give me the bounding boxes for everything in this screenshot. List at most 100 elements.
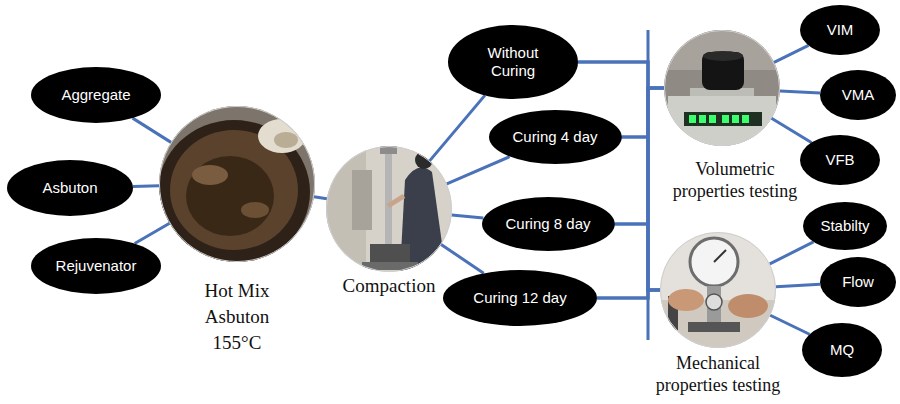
scale-display	[684, 112, 762, 126]
result-ellipse: VMA	[820, 70, 896, 120]
marshall-photo	[660, 232, 776, 348]
connector-line	[133, 118, 171, 142]
testing-photo-node: Volumetric properties testing	[664, 30, 780, 146]
connector-line	[770, 315, 809, 334]
ellipse-shape	[820, 257, 896, 307]
asphalt-mix	[186, 156, 274, 236]
connector-line	[614, 88, 664, 224]
connector-line	[597, 88, 664, 298]
result-ellipse: VFB	[800, 135, 880, 185]
node-label: Without Curing	[478, 44, 548, 80]
photo-caption: Compaction	[324, 274, 454, 298]
display-digit	[709, 115, 716, 123]
connector-line	[780, 91, 820, 93]
node-label: Asbuton	[42, 179, 97, 197]
node-label: Curing 4 day	[512, 128, 597, 146]
mixing-photo-node: Hot Mix Asbuton 155°C	[159, 106, 315, 262]
connector-line	[430, 95, 485, 160]
photo-caption: Hot Mix Asbuton 155°C	[195, 278, 279, 356]
ellipse-shape	[820, 70, 896, 120]
result-ellipse: Flow	[820, 257, 896, 307]
material-ellipse: Aggregate	[31, 67, 161, 123]
ellipse-shape	[800, 5, 880, 55]
node-label: Stabilty	[820, 217, 869, 235]
node-label: VIM	[827, 21, 854, 39]
mix-highlight	[241, 202, 269, 218]
node-label: Curing 8 day	[505, 215, 590, 233]
result-ellipse: Stabilty	[803, 202, 887, 250]
curing-ellipse: Without Curing	[448, 25, 578, 99]
node-label: MQ	[830, 341, 854, 359]
display-digit	[722, 115, 729, 123]
asbuton-lump	[258, 119, 306, 153]
connector-line	[621, 88, 664, 137]
photo-ground	[664, 30, 780, 146]
ellipse-shape	[31, 238, 161, 294]
connector-line	[135, 223, 170, 243]
material-ellipse: Asbuton	[7, 160, 133, 216]
flow-dial	[706, 294, 722, 310]
connector-line	[314, 197, 327, 199]
machine-frame	[352, 170, 372, 230]
ellipse-shape	[482, 197, 615, 251]
result-ellipse: VIM	[800, 5, 880, 55]
connector-line	[776, 284, 820, 287]
photo-frame	[665, 31, 780, 146]
material-ellipse: Rejuvenator	[31, 238, 161, 294]
testing-photo-node: Mechanical properties testing	[660, 232, 776, 348]
dial-needle	[714, 250, 726, 262]
specimen-top	[703, 51, 743, 61]
ellipse-shape	[803, 202, 887, 250]
connector-line	[772, 118, 812, 142]
specimen	[702, 52, 744, 90]
connector-line	[774, 45, 809, 62]
mix-highlight	[192, 165, 228, 185]
ellipse-shape	[802, 323, 882, 377]
mixing-pan-photo	[158, 106, 315, 264]
photo-caption: Mechanical properties testing	[651, 352, 786, 396]
ellipse-shape	[448, 25, 578, 99]
connector-line	[447, 157, 510, 184]
node-label: Curing 12 day	[473, 289, 566, 307]
scale-body	[668, 96, 776, 146]
photo-ground	[326, 146, 452, 272]
node-label: VFB	[825, 151, 854, 169]
ellipse-shape	[489, 110, 622, 164]
photo-caption: Volumetric properties testing	[668, 158, 803, 202]
display-digit	[732, 115, 739, 123]
compaction-photo	[326, 146, 452, 272]
display-digit	[699, 115, 706, 123]
connector-line	[578, 62, 664, 88]
photo-outline	[660, 232, 776, 348]
node-label: VMA	[842, 86, 875, 104]
connector-line	[441, 244, 484, 273]
ellipse-shape	[800, 135, 880, 185]
curing-ellipse: Curing 8 day	[482, 197, 615, 251]
asbuton-lump	[274, 132, 298, 148]
scale-photo	[664, 30, 780, 146]
ellipse-shape	[443, 270, 597, 326]
gauge-stem	[707, 286, 721, 326]
photo-frame	[661, 233, 776, 348]
photo-outline	[159, 106, 315, 262]
operator-arm	[388, 196, 404, 206]
ellipse-shape	[31, 67, 161, 123]
hammer-rod	[385, 146, 392, 246]
compaction-photo-node: Compaction	[326, 146, 452, 272]
display-digit	[742, 115, 749, 123]
connector-line	[621, 137, 660, 290]
connector-line	[614, 224, 660, 290]
photo-ground	[660, 232, 776, 348]
result-ellipse: MQ	[802, 323, 882, 377]
curing-ellipse: Curing 12 day	[443, 270, 597, 326]
connector-line	[770, 242, 814, 264]
hand	[728, 294, 768, 318]
proving-ring	[690, 238, 738, 286]
display-digit	[689, 115, 696, 123]
photo-frame	[327, 147, 452, 272]
node-label: Rejuvenator	[56, 257, 137, 275]
node-label: Flow	[842, 273, 874, 291]
curing-ellipse: Curing 4 day	[489, 110, 622, 164]
